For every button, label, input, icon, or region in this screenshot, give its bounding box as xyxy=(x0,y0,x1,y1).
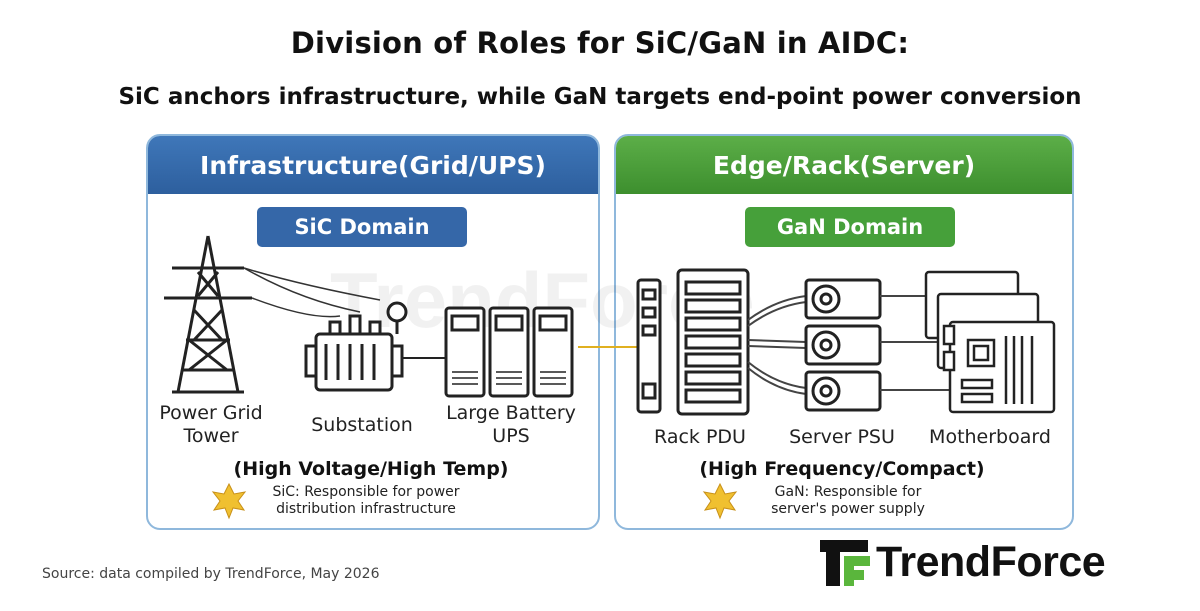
trendforce-logo-icon xyxy=(820,540,870,586)
infrastructure-header: Infrastructure(Grid/UPS) xyxy=(148,136,598,194)
power-tower-icon xyxy=(164,235,252,394)
power-wires xyxy=(243,267,381,318)
label-line: Large Battery xyxy=(446,402,576,424)
sic-characteristic: (High Voltage/High Temp) xyxy=(233,458,509,480)
sic-domain-badge: SiC Domain xyxy=(257,207,467,247)
page-title: Division of Roles for SiC/GaN in AIDC: xyxy=(290,26,910,60)
gan-characteristic: (High Frequency/Compact) xyxy=(699,458,985,480)
label-large-battery-ups: Large Battery UPS xyxy=(436,402,586,448)
note-line: distribution infrastructure xyxy=(276,501,456,517)
motherboard-cables xyxy=(880,295,952,391)
star-icon-left xyxy=(211,482,247,520)
label-substation: Substation xyxy=(311,414,413,436)
motherboard-icon xyxy=(924,270,1056,414)
note-line: SiC: Responsible for power xyxy=(272,484,460,500)
server-rack-icon xyxy=(676,268,750,416)
label-server-psu: Server PSU xyxy=(789,426,895,448)
brand-logo-text: TrendForce xyxy=(876,538,1106,586)
label-motherboard: Motherboard xyxy=(929,426,1051,448)
gan-domain-badge: GaN Domain xyxy=(745,207,955,247)
page-subtitle: SiC anchors infrastructure, while GaN ta… xyxy=(118,84,1082,110)
gan-note: GaN: Responsible for server's power supp… xyxy=(748,484,948,518)
source-note: Source: data compiled by TrendForce, May… xyxy=(42,566,380,582)
star-icon-right xyxy=(702,482,738,520)
substation-icon xyxy=(304,301,408,392)
server-psu-icon xyxy=(804,278,882,412)
edge-rack-header: Edge/Rack(Server) xyxy=(616,136,1072,194)
label-line: UPS xyxy=(492,425,530,447)
label-rack-pdu: Rack PDU xyxy=(654,426,746,448)
psu-cables xyxy=(747,295,807,395)
battery-ups-icon xyxy=(444,306,574,398)
note-line: GaN: Responsible for xyxy=(774,484,922,500)
label-line: Tower xyxy=(183,425,239,447)
note-line: server's power supply xyxy=(771,501,925,517)
rack-pdu-icon xyxy=(636,278,662,414)
sic-note: SiC: Responsible for power distribution … xyxy=(256,484,476,518)
label-power-grid-tower: Power Grid Tower xyxy=(146,402,276,448)
label-line: Power Grid xyxy=(159,402,263,424)
ups-vent-lines xyxy=(452,371,566,385)
